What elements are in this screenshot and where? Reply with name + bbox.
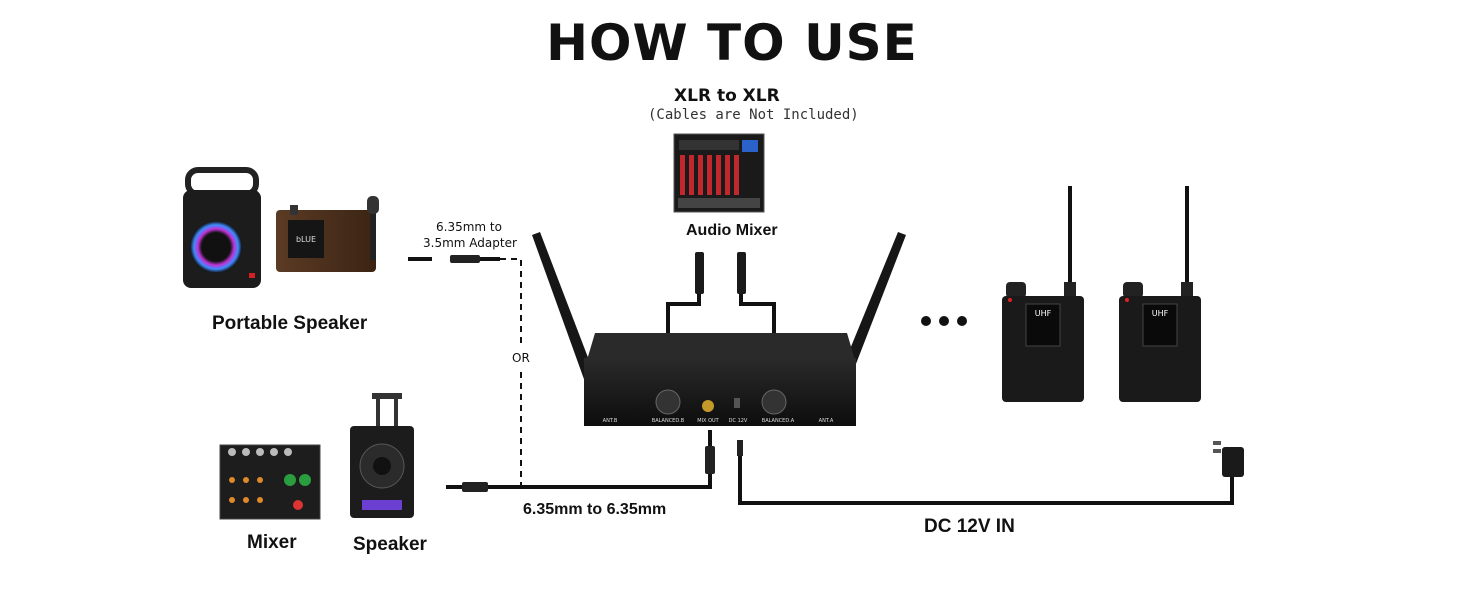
dc-12v-label: DC 12V IN	[924, 516, 1015, 537]
audio-mixer-label: Audio Mixer	[686, 222, 778, 239]
port-ant-a: ANT.A	[819, 418, 834, 424]
xlr-cables	[666, 294, 776, 338]
bodypack-receiver-2: UHF	[1119, 186, 1201, 402]
bodypack-receiver-1: UHF	[1002, 186, 1084, 402]
adapter-plugs	[408, 255, 500, 263]
page-title: HOW TO USE	[546, 14, 918, 72]
mixer-image	[219, 444, 321, 520]
receiver-unit: ANT.B BALANCED.B MIX OUT DC 12V BALANCED…	[584, 333, 856, 426]
cables-note: (Cables are Not Included)	[648, 107, 859, 123]
portable-speaker-rgb-image	[183, 167, 261, 288]
bodypack-brand-1: UHF	[1035, 309, 1052, 318]
adapter-label-line2: 3.5mm Adapter	[423, 236, 517, 250]
audio-mixer-image	[673, 133, 765, 213]
portable-speaker-label: Portable Speaker	[212, 313, 368, 334]
speaker-label: Speaker	[353, 534, 427, 555]
bodypack-brand-2: UHF	[1152, 309, 1169, 318]
port-balanced-a: BALANCED.A	[762, 418, 795, 424]
dc-cable	[737, 440, 1244, 505]
adapter-label-line1: 6.35mm to	[436, 220, 502, 234]
port-balanced-b: BALANCED.B	[652, 418, 685, 424]
cable-635	[446, 430, 715, 492]
or-label: OR	[512, 351, 530, 365]
xlr-plugs	[695, 252, 746, 294]
port-ant-b: ANT.B	[603, 418, 618, 424]
port-dc-12v: DC 12V	[729, 418, 748, 424]
trolley-speaker-image	[350, 393, 414, 518]
port-mix-out: MIX OUT	[697, 418, 719, 424]
xlr-heading: XLR to XLR	[674, 86, 780, 106]
portable-speaker-wood-image: bLUE	[276, 196, 379, 272]
more-devices-dots	[921, 316, 967, 326]
mixer-label: Mixer	[247, 532, 297, 553]
svg-text:bLUE: bLUE	[296, 235, 316, 244]
cable-635-label: 6.35mm to 6.35mm	[523, 501, 667, 518]
or-dashed-line	[500, 258, 522, 487]
